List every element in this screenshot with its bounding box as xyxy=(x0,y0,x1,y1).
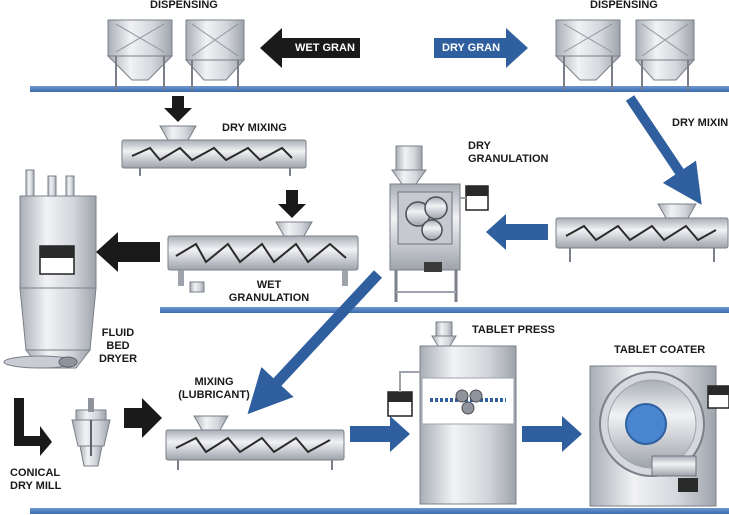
label-dry-granulation: DRY GRANULATION xyxy=(468,140,548,166)
label-dry-mixing-left: DRY MIXING xyxy=(222,122,287,134)
lubricant-mixer xyxy=(165,415,345,470)
left-arrow-to-roller-compactor xyxy=(486,214,548,250)
right-arrow-to-lubricant-mixer xyxy=(124,398,162,438)
floor-line-top xyxy=(30,86,729,92)
dry-gran-arrow xyxy=(434,28,528,68)
label-dispensing-right: DISPENSING xyxy=(590,0,658,11)
label-dispensing-left: DISPENSING xyxy=(150,0,218,11)
down-arrow-to-wet-granulator xyxy=(278,190,306,218)
floor-line-bottom xyxy=(30,508,729,514)
tablet-coater xyxy=(589,365,729,507)
label-tablet-press: TABLET PRESS xyxy=(472,324,555,336)
label-fluid-bed-dryer: FLUID BED DRYER xyxy=(96,327,140,366)
wet-granulator xyxy=(167,221,359,293)
label-mixing-line2: (LUBRICANT) xyxy=(178,389,250,401)
label-dry-granulation-line2: GRANULATION xyxy=(468,153,549,165)
roller-compactor xyxy=(389,145,489,302)
label-conical-line1: CONICAL xyxy=(10,467,61,479)
label-fluid-bed-line1: FLUID xyxy=(101,327,135,339)
right-arrow-to-tablet-press xyxy=(350,416,410,452)
label-mixing-line1: MIXING xyxy=(194,376,234,388)
diag-arrow-to-lubricant-mixer xyxy=(247,270,383,415)
label-fluid-bed-line2: BED xyxy=(106,340,130,352)
label-dry-mixing-right: DRY MIXIN xyxy=(672,117,729,129)
dispensing-hoppers-right xyxy=(554,19,696,90)
floor-line-middle xyxy=(160,307,729,313)
label-dry-gran: DRY GRAN xyxy=(442,42,501,54)
label-conical-dry-mill: CONICAL DRY MILL xyxy=(10,467,61,493)
label-mixing-lubricant: MIXING (LUBRICANT) xyxy=(176,376,252,402)
dispensing-hoppers-left xyxy=(106,19,246,90)
fluid-bed-dryer xyxy=(3,169,97,369)
conical-dry-mill xyxy=(14,398,111,467)
down-arrow-dispensing-to-mixing xyxy=(164,96,192,122)
label-wet-gran: WET GRAN xyxy=(295,42,355,54)
dry-mixer-left xyxy=(121,125,307,176)
left-arrow-to-fluid-bed xyxy=(96,232,160,272)
label-dry-granulation-line1: DRY xyxy=(468,140,491,152)
diag-arrow-to-dry-mixer-right xyxy=(625,95,702,205)
dry-mixer-right xyxy=(555,203,729,262)
right-arrow-to-tablet-coater xyxy=(522,416,582,452)
label-wet-granulation-line2: GRANULATION xyxy=(228,292,310,304)
label-fluid-bed-line3: DRYER xyxy=(98,353,138,365)
label-tablet-coater: TABLET COATER xyxy=(614,344,706,356)
label-conical-line2: DRY MILL xyxy=(10,480,62,492)
tablet-press xyxy=(387,321,517,505)
label-wet-granulation: WET GRANULATION xyxy=(226,279,312,305)
wet-gran-arrow xyxy=(260,28,360,68)
label-wet-granulation-line1: WET xyxy=(256,279,282,291)
